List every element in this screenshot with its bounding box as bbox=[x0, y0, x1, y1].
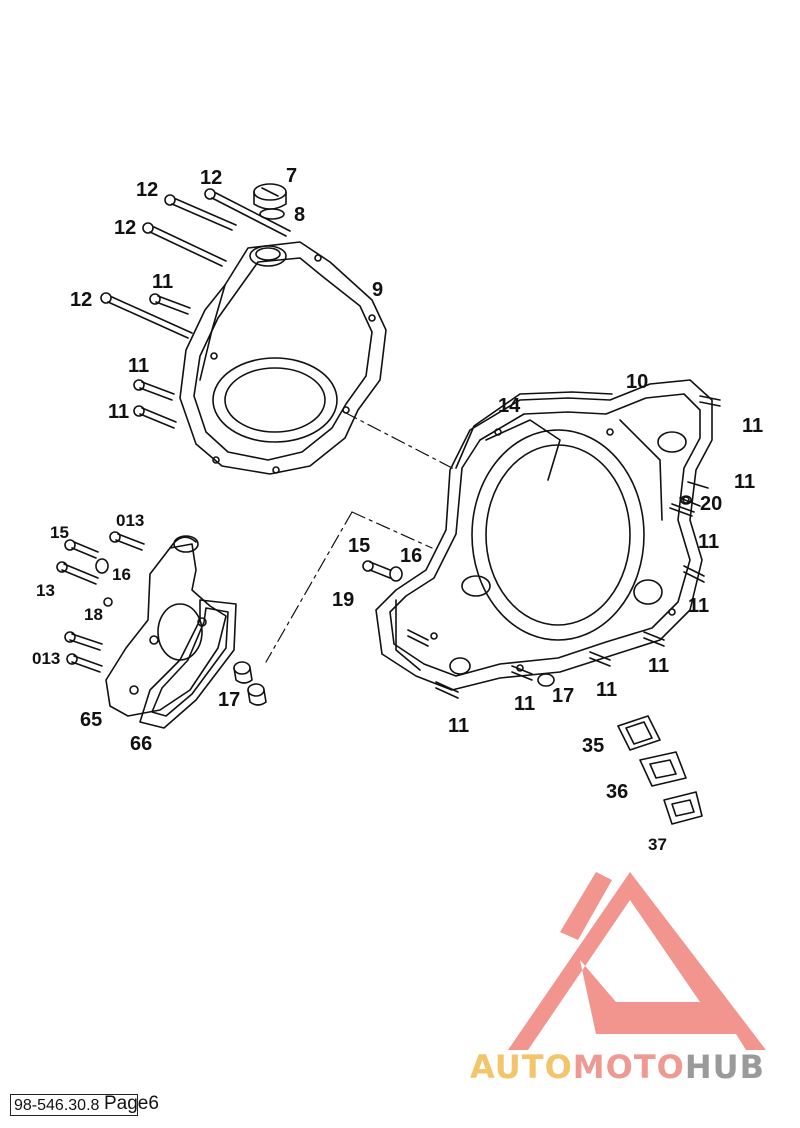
footer-code-box bbox=[10, 1094, 138, 1116]
assembly-leader-lines bbox=[265, 411, 457, 663]
callout-11: 11 bbox=[596, 679, 618, 701]
callout-17: 17 bbox=[218, 689, 241, 711]
callout-11: 11 bbox=[734, 471, 756, 493]
bolts-11-left bbox=[133, 293, 191, 429]
callout-20: 20 bbox=[700, 493, 723, 515]
watermark-auto: AUTO bbox=[470, 1048, 573, 1086]
callout-16: 16 bbox=[112, 565, 131, 584]
watermark-moto: MOTO bbox=[572, 1048, 685, 1086]
crankcase-cover bbox=[375, 379, 713, 691]
callout-11: 11 bbox=[128, 355, 150, 377]
callout-013: 013 bbox=[32, 649, 61, 668]
water-pump-cover bbox=[105, 535, 237, 729]
callout-65: 65 bbox=[80, 709, 103, 731]
callout-12: 12 bbox=[200, 167, 223, 189]
callout-9: 9 bbox=[372, 279, 384, 301]
callout-11: 11 bbox=[688, 595, 710, 617]
callout-14: 14 bbox=[498, 395, 521, 417]
automotohub-logo-mark bbox=[508, 872, 766, 1050]
callout-12: 12 bbox=[70, 289, 93, 311]
drain-plug-15 bbox=[362, 560, 429, 647]
pump-bolts bbox=[56, 531, 145, 673]
callout-7: 7 bbox=[286, 165, 298, 187]
callout-013: 013 bbox=[116, 511, 145, 530]
callout-11: 11 bbox=[698, 531, 720, 553]
callout-11: 11 bbox=[514, 693, 536, 715]
callout-12: 12 bbox=[114, 217, 137, 239]
callout-35: 35 bbox=[582, 735, 605, 757]
callout-8: 8 bbox=[294, 204, 306, 226]
dowel-pins-17 bbox=[233, 661, 267, 706]
bolts-12 bbox=[100, 188, 291, 339]
callout-13: 13 bbox=[36, 581, 55, 600]
footer-drawing-code: 98-546.30.8 bbox=[14, 1097, 100, 1114]
bolts-11-right bbox=[435, 395, 721, 699]
callout-11: 11 bbox=[648, 655, 670, 677]
callout-10: 10 bbox=[626, 371, 649, 393]
callout-15: 15 bbox=[50, 523, 69, 542]
callout-12: 12 bbox=[136, 179, 159, 201]
clutch-cover bbox=[179, 241, 387, 475]
footer-page-number: Page6 bbox=[104, 1093, 159, 1114]
callout-11: 11 bbox=[448, 715, 470, 737]
callout-66: 66 bbox=[130, 733, 153, 755]
callout-15: 15 bbox=[348, 535, 371, 557]
callout-19: 19 bbox=[332, 589, 355, 611]
callout-11: 11 bbox=[108, 401, 130, 423]
automotohub-watermark: AUTOMOTOHUB bbox=[470, 1048, 765, 1086]
watermark-hub: HUB bbox=[684, 1048, 766, 1086]
rubber-pads bbox=[617, 715, 703, 825]
callout-37: 37 bbox=[648, 835, 667, 854]
callout-16: 16 bbox=[400, 545, 423, 567]
callout-11: 11 bbox=[152, 271, 174, 293]
callout-36: 36 bbox=[606, 781, 629, 803]
callout-11: 11 bbox=[742, 415, 764, 437]
callout-18: 18 bbox=[84, 605, 103, 624]
oil-filler-plug bbox=[253, 183, 287, 220]
callout-17: 17 bbox=[552, 685, 575, 707]
